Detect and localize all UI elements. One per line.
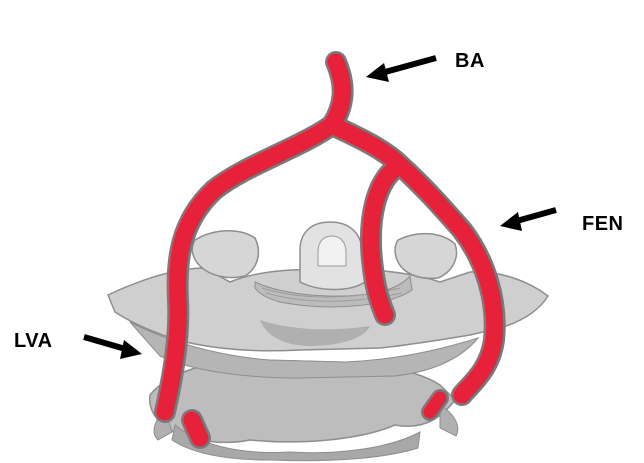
arrow-fen-icon [500, 210, 556, 231]
arrow-lva-icon [84, 337, 142, 359]
arrow-ba-icon [366, 58, 436, 82]
label-fen: FEN [582, 213, 624, 236]
dens-tip [318, 236, 346, 266]
superior-articular-right [395, 234, 456, 279]
label-lva: LVA [14, 330, 53, 353]
label-ba: BA [455, 50, 485, 73]
